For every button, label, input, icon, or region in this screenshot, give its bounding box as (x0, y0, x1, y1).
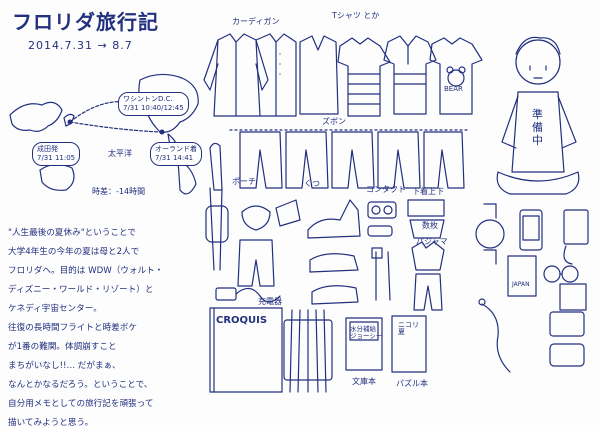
cardigan-label: カーディガン (232, 17, 280, 26)
swimsuit-set (237, 199, 301, 287)
pajama (411, 241, 445, 311)
washington-time: 7/31 10:40/12:45 (123, 104, 184, 112)
notebook-text: 水分補給 ジョーシー (350, 325, 383, 340)
sketchbook-label: CROQUIS (216, 315, 268, 326)
guidebook-label: 文庫本 (352, 377, 376, 386)
cardigan-right (255, 33, 297, 117)
narita-name: 成田発 (37, 145, 58, 153)
time-difference: 時差：-14時間 (92, 187, 146, 196)
orlando-bubble: オーランド着 7/31 14:41 (150, 142, 202, 166)
passport-text: JAPAN (512, 281, 530, 288)
orlando-name: オーランド着 (155, 145, 197, 153)
paragraph-line: ケネディ宇宙センター。 (8, 304, 102, 314)
sneakers (307, 199, 361, 305)
paragraph-line: なんとかなるだろう。ということで、 (8, 380, 153, 390)
pieces-label: 数枚 (422, 221, 438, 230)
ocean-label: 太平洋 (108, 149, 132, 158)
paragraph-line: 大学4年生の今年の夏は母と2人で (8, 247, 140, 257)
pens-set (283, 309, 333, 393)
washington-name: ワシントンD.C. (123, 95, 173, 103)
narita-time: 7/31 11:05 (37, 154, 76, 162)
contact-label: コンタクト (366, 185, 406, 194)
sitting-person-sketch (496, 36, 580, 195)
accessories-sketch (475, 203, 589, 373)
tshirts-label: Tシャツ とか (332, 11, 380, 20)
underwear-label: 下着上下 (412, 187, 444, 196)
puzzle-book-label: パズル本 (396, 379, 428, 388)
paragraph-line: 往復の長時間フライトと時差ボケ (8, 323, 137, 333)
pajama-label: パジャマ (416, 237, 448, 246)
tshirt-polo (383, 35, 437, 115)
sketchbook (209, 307, 283, 393)
paperback-book (345, 317, 383, 371)
waist-pouch (205, 187, 229, 271)
page-title: フロリダ旅行記 (12, 10, 159, 34)
toiletries (367, 225, 393, 301)
narita-bubble: 成田発 7/31 11:05 (32, 142, 81, 166)
paragraph-line: が1番の難関。体調崩すこと (8, 342, 117, 352)
underwear (407, 199, 445, 239)
washington-bubble: ワシントンD.C. 7/31 10:40/12:45 (118, 92, 189, 116)
bag-label: ポーチ (232, 177, 256, 186)
paragraph-line: まちがいなし!!… だがまぁ、 (8, 361, 121, 371)
paragraph-line: 描いてみようと思う。 (8, 418, 94, 428)
pants-label: ズボン (322, 117, 346, 126)
tshirt-striped-1 (337, 37, 391, 117)
paragraph-line: 自分用メモとしての旅行記を頑張って (8, 399, 154, 409)
puzzle-book (391, 315, 427, 373)
paragraph-line: フロリダへ。目的は WDW（ウォルト・ (8, 266, 164, 276)
cardigan-left (203, 33, 269, 117)
trip-dates: 2014.7.31 → 8.7 (28, 39, 133, 52)
pants-row (209, 129, 471, 191)
packing-items-sketch (203, 33, 483, 393)
charger-cable (215, 287, 281, 303)
orlando-time: 7/31 14:41 (155, 154, 194, 162)
contact-lens-case (367, 201, 397, 219)
person-shirt-text: 準 備 中 (532, 108, 543, 147)
bear-shirt-text: BEAR (444, 85, 463, 93)
tshirt-bear (429, 37, 483, 115)
paragraph-line: ディズニー・ワールド・リゾート）と (8, 285, 154, 295)
diary-paragraph: "人生最後の夏休み"ということで 大学4年生の今年の夏は母と2人で フロリダへ。… (8, 224, 198, 433)
paragraph-line: "人生最後の夏休み"ということで (8, 228, 136, 238)
vest-pattern-shirt (299, 35, 339, 115)
shoes-label: くつ (304, 179, 320, 188)
novel-text: ニコリ 夏 (398, 321, 419, 336)
